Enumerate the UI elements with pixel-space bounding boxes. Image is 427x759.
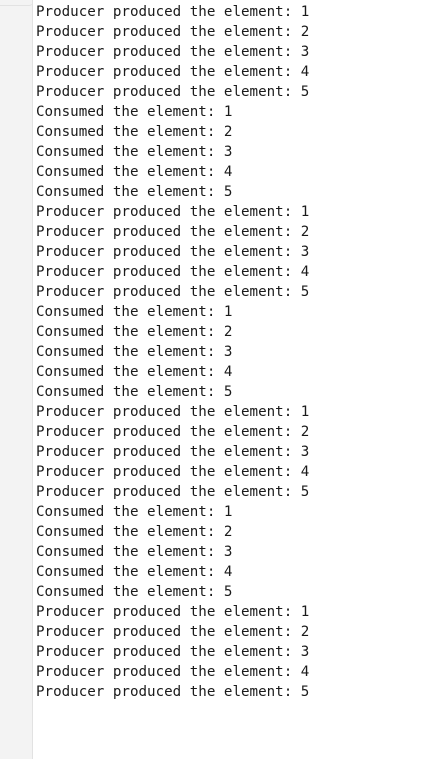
console-line: Consumed the element: 2 (36, 124, 233, 140)
console-line: Producer produced the element: 5 (36, 684, 310, 700)
console-line: Consumed the element: 1 (36, 104, 233, 120)
console-line: Producer produced the element: 1 (36, 604, 310, 620)
console-line: Consumed the element: 4 (36, 164, 233, 180)
console-line: Producer produced the element: 1 (36, 204, 310, 220)
console-line: Producer produced the element: 4 (36, 264, 310, 280)
console-line: Producer produced the element: 2 (36, 224, 310, 240)
console-line: Producer produced the element: 5 (36, 284, 310, 300)
console-line: Consumed the element: 4 (36, 564, 233, 580)
console-line: Producer produced the element: 4 (36, 664, 310, 680)
console-line: Consumed the element: 5 (36, 384, 233, 400)
console-line: Consumed the element: 5 (36, 584, 233, 600)
console-line: Producer produced the element: 3 (36, 244, 310, 260)
console-line: Consumed the element: 5 (36, 184, 233, 200)
console-line: Producer produced the element: 1 (36, 4, 310, 20)
console-line: Producer produced the element: 5 (36, 84, 310, 100)
console-line: Producer produced the element: 3 (36, 44, 310, 60)
line-gutter (0, 0, 33, 759)
console-line: Producer produced the element: 3 (36, 644, 310, 660)
console-line: Producer produced the element: 2 (36, 424, 310, 440)
console-line: Consumed the element: 1 (36, 504, 233, 520)
console-line: Consumed the element: 3 (36, 344, 233, 360)
console-line: Producer produced the element: 5 (36, 484, 310, 500)
console-line: Producer produced the element: 4 (36, 464, 310, 480)
console-output[interactable]: Producer produced the element: 1 Produce… (36, 2, 309, 702)
console-line: Consumed the element: 2 (36, 324, 233, 340)
console-line: Producer produced the element: 2 (36, 24, 310, 40)
console-line: Consumed the element: 4 (36, 364, 233, 380)
console-line: Consumed the element: 3 (36, 144, 233, 160)
console-line: Producer produced the element: 2 (36, 624, 310, 640)
console-line: Consumed the element: 2 (36, 524, 233, 540)
console-line: Producer produced the element: 3 (36, 444, 310, 460)
console-line: Consumed the element: 3 (36, 544, 233, 560)
gutter-corner (0, 0, 33, 6)
console-line: Producer produced the element: 1 (36, 404, 310, 420)
console-line: Consumed the element: 1 (36, 304, 233, 320)
console-line: Producer produced the element: 4 (36, 64, 310, 80)
